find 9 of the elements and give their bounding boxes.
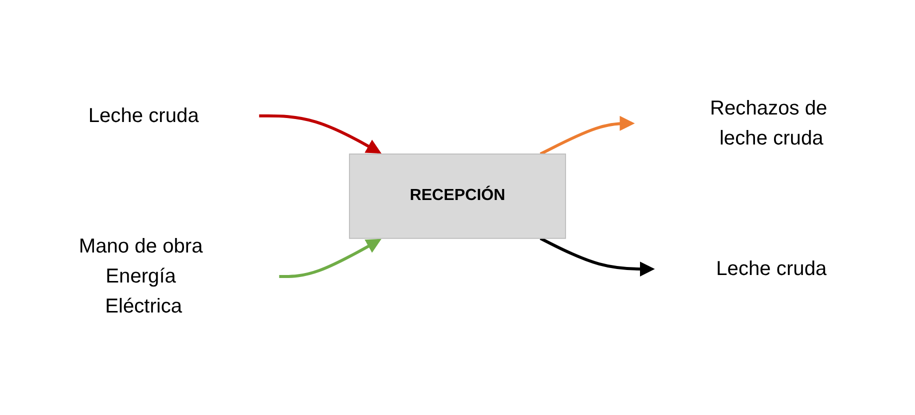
arrow <box>279 238 382 278</box>
node-text: Mano de obra Energía Eléctrica <box>78 235 203 318</box>
arrow <box>540 116 635 156</box>
node-text: Leche cruda <box>716 258 827 280</box>
arrow <box>540 237 655 277</box>
arrow <box>259 114 382 154</box>
node-text: Leche cruda <box>88 104 199 127</box>
node-box: RECEPCIÓN <box>348 154 566 239</box>
node-text: Rechazos de leche cruda <box>710 97 828 150</box>
